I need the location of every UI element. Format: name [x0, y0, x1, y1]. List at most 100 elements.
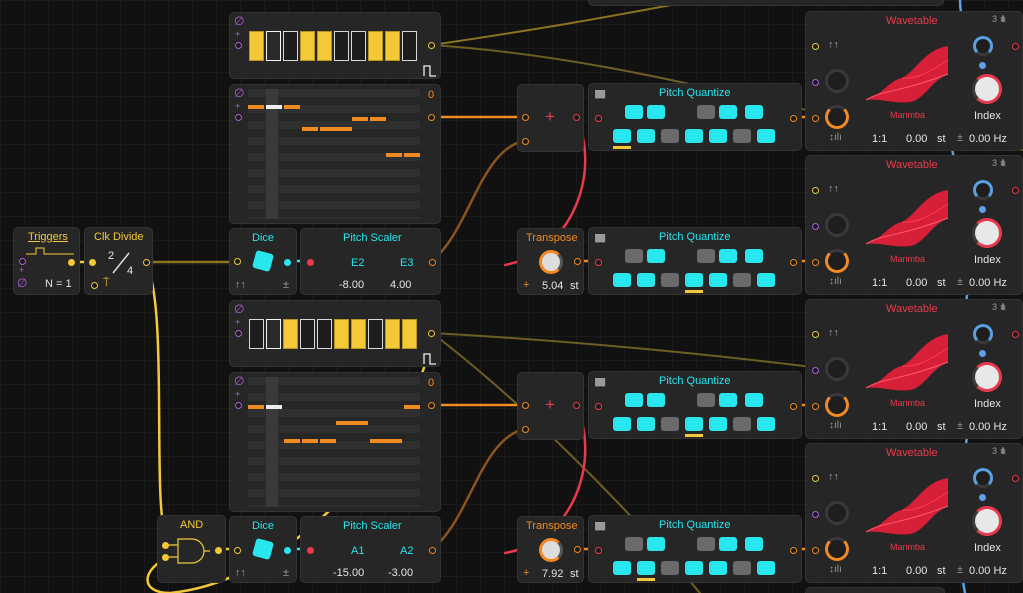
pq-key-white[interactable] [637, 417, 655, 431]
wt-index-mod-knob[interactable] [973, 36, 993, 56]
wavetable-display[interactable] [862, 40, 952, 110]
scaler-high-val[interactable]: -3.00 [388, 567, 414, 579]
pq-key-black[interactable] [697, 393, 715, 407]
seq1-out-port[interactable] [428, 42, 435, 49]
pq-key-white[interactable] [661, 417, 679, 431]
seq4-out-port[interactable] [428, 402, 435, 409]
pq-key-white[interactable] [709, 273, 727, 287]
pq-key-black[interactable] [697, 105, 715, 119]
scaler-high-note[interactable]: E3 [400, 257, 414, 269]
adder-out-port[interactable] [573, 402, 580, 409]
pq-key-white[interactable] [757, 273, 775, 287]
scaler-high-val[interactable]: 4.00 [390, 279, 412, 291]
pq-key-white[interactable] [613, 417, 631, 431]
wt-index-knob[interactable] [972, 74, 1002, 104]
scaler-low-note[interactable]: A1 [351, 545, 365, 557]
wt-out-port[interactable] [1012, 475, 1019, 482]
seq1-in-port[interactable] [235, 42, 242, 49]
pitch-quantize-3[interactable]: Pitch Quantize ▮▮▮ [588, 371, 802, 439]
wt-mod-knob[interactable] [825, 69, 849, 93]
scaler-in-port[interactable] [307, 547, 314, 554]
wt-ratio[interactable]: 1:1 [872, 277, 888, 289]
wt-pitch-knob[interactable] [825, 537, 849, 561]
pq-key-white[interactable] [661, 129, 679, 143]
pq-key-black[interactable] [719, 393, 737, 407]
and-gate-module[interactable]: AND [157, 515, 226, 583]
dice-in-port[interactable] [234, 258, 241, 265]
and-out-port[interactable] [215, 547, 222, 554]
pq-in-port[interactable] [595, 259, 602, 266]
dice-in-port[interactable] [234, 547, 241, 554]
adder-module-1[interactable]: + [517, 84, 584, 152]
scaler-low-val[interactable]: -8.00 [339, 279, 365, 291]
pq-key-black[interactable] [647, 105, 665, 119]
wavetable-display[interactable] [862, 184, 952, 254]
wavetable-preset[interactable]: Marimba [890, 110, 926, 120]
pq-key-white[interactable] [757, 417, 775, 431]
pq-key-white[interactable] [637, 561, 655, 575]
seq3-out-port[interactable] [428, 330, 435, 337]
seq2-out-port[interactable] [428, 114, 435, 121]
clk-divide-reset-port[interactable] [91, 282, 98, 289]
wt-fine[interactable]: 0.00 [906, 133, 928, 145]
wt-mod-port[interactable] [812, 79, 819, 86]
seq-step[interactable] [249, 319, 264, 349]
cable-clk-to-and[interactable] [143, 260, 170, 542]
seq-step[interactable] [266, 31, 281, 61]
transpose-value[interactable]: 7.92 [542, 568, 564, 580]
dice-out-port[interactable] [284, 259, 291, 266]
transpose-module-1[interactable]: Transpose + 5.04 st [517, 228, 584, 295]
wt-mod-port[interactable] [812, 367, 819, 374]
seq-step[interactable] [385, 31, 400, 61]
wt-pitch-knob[interactable] [825, 105, 849, 129]
transpose-knob[interactable] [539, 538, 563, 562]
seq3-in-port[interactable] [235, 330, 242, 337]
pq-key-black[interactable] [745, 105, 763, 119]
transpose-value[interactable]: 5.04 [542, 280, 564, 292]
pq-key-black[interactable] [719, 249, 737, 263]
wt-pitch-port[interactable] [812, 259, 819, 266]
pq-key-black[interactable] [625, 393, 643, 407]
seq-step[interactable] [283, 319, 298, 349]
seq-step[interactable] [266, 319, 281, 349]
pq-out-port[interactable] [790, 547, 797, 554]
wt-pitch-port[interactable] [812, 403, 819, 410]
pq-key-white[interactable] [757, 561, 775, 575]
wt-pitch-knob[interactable] [825, 249, 849, 273]
seq-step[interactable] [368, 31, 383, 61]
seq-step[interactable] [249, 31, 264, 61]
seq-step[interactable] [300, 31, 315, 61]
step-seq-3[interactable]: ∅ + [229, 300, 441, 367]
pq-in-port[interactable] [595, 115, 602, 122]
wt-mod-knob[interactable] [825, 213, 849, 237]
pq-key-black[interactable] [625, 537, 643, 551]
wt-mod-port[interactable] [812, 223, 819, 230]
wt-hz[interactable]: 0.00 Hz [969, 277, 1007, 289]
pq-key-white[interactable] [685, 273, 703, 287]
wt-fine[interactable]: 0.00 [906, 277, 928, 289]
pq-key-black[interactable] [697, 249, 715, 263]
adder-in-a-port[interactable] [522, 402, 529, 409]
wt-index-port[interactable] [979, 350, 986, 357]
wt-mod-port[interactable] [812, 511, 819, 518]
wt-gate-port[interactable] [812, 43, 819, 50]
seq-step[interactable] [317, 31, 332, 61]
pq-key-black[interactable] [745, 537, 763, 551]
dice-module-2[interactable]: Dice ↑↑ ± [229, 516, 297, 583]
wavetable-preset[interactable]: Marimba [890, 398, 926, 408]
pitch-scaler-1[interactable]: Pitch Scaler E2 E3 -8.00 4.00 [300, 228, 441, 295]
pq-key-white[interactable] [613, 273, 631, 287]
pq-key-black[interactable] [625, 249, 643, 263]
pitch-quantize-1[interactable]: Pitch Quantize ▮▮▮ [588, 83, 802, 151]
scaler-low-note[interactable]: E2 [351, 257, 365, 269]
seq-step[interactable] [368, 319, 383, 349]
wt-gate-port[interactable] [812, 475, 819, 482]
pq-key-white[interactable] [637, 273, 655, 287]
pq-key-white[interactable] [613, 561, 631, 575]
seq4-in-port[interactable] [235, 402, 242, 409]
cable-seq1-out[interactable] [431, 0, 701, 46]
wt-ratio[interactable]: 1:1 [872, 565, 888, 577]
adder-in-b-port[interactable] [522, 426, 529, 433]
